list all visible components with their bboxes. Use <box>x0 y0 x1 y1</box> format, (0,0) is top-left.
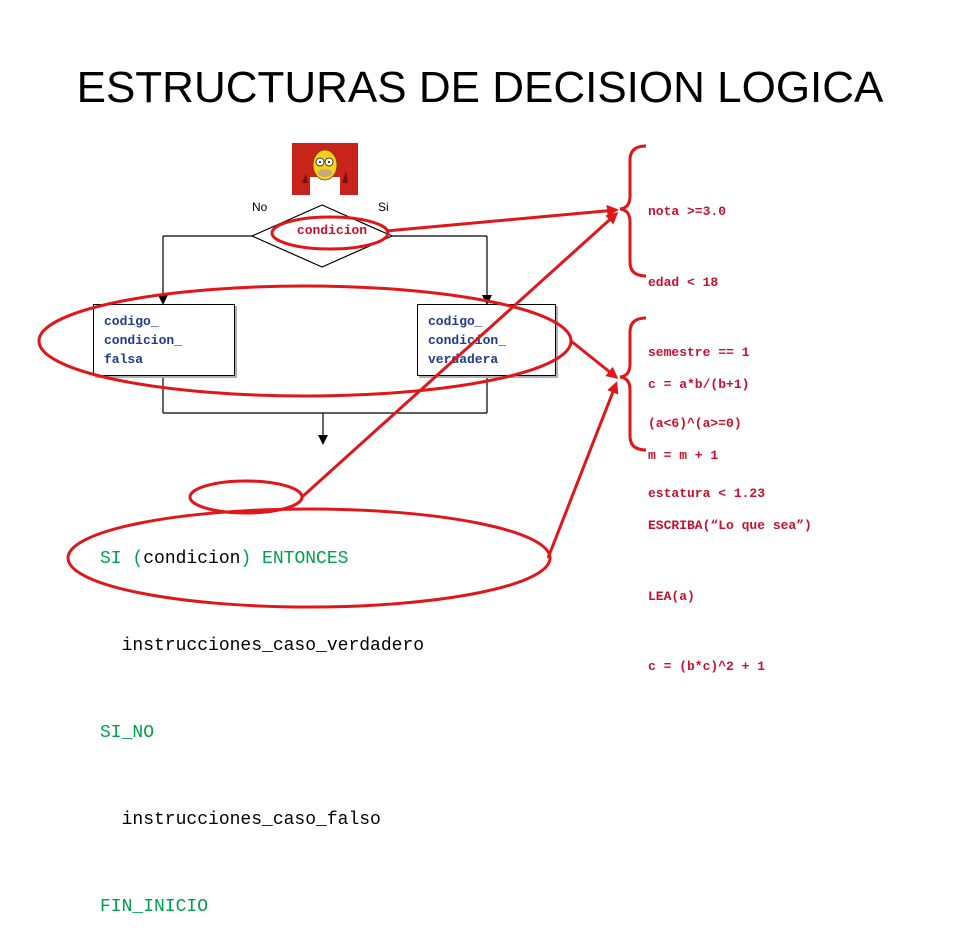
condition-example: estatura < 1.23 <box>648 486 766 501</box>
flowchart-lines <box>158 204 492 445</box>
pseudo-condition-to-examples-line <box>300 211 619 499</box>
false-box-line-3: falsa <box>104 352 144 367</box>
true-box-line-1: codigo_ <box>428 314 483 329</box>
pseudo-block-ellipse <box>66 507 552 609</box>
pseudocode-line-5: FIN_INICIO <box>100 897 209 917</box>
condition-example: nota >=3.0 <box>648 204 727 219</box>
no-label: No <box>252 200 268 214</box>
true-box-line-2: condicion_ <box>428 333 507 348</box>
instruction-brace <box>619 316 647 452</box>
false-box-line-2: condicion_ <box>104 333 183 348</box>
instruction-examples-list: c = a*b/(b+1) m = m + 1 ESCRIBA(“Lo que … <box>648 326 812 702</box>
entonces-keyword: ) ENTONCES <box>240 549 349 569</box>
si-keyword: SI ( <box>100 549 144 569</box>
instruction-example: c = a*b/(b+1) <box>648 377 750 392</box>
false-code-box: codigo_ condicion_ falsa <box>93 304 235 376</box>
condition-brace <box>619 144 647 278</box>
slide-title: ESTRUCTURAS DE DECISION LOGICA <box>76 63 884 112</box>
si-label: Si <box>378 200 389 214</box>
homer-simpson-avatar <box>292 143 358 195</box>
condition-ellipse <box>270 215 390 251</box>
condition-word: condicion <box>143 549 241 569</box>
condition-to-examples-line <box>385 204 619 233</box>
instruction-example: LEA(a) <box>648 588 695 604</box>
false-box-line-1: codigo_ <box>104 314 159 329</box>
code-boxes-ellipse <box>37 284 573 398</box>
condition-example: semestre == 1 <box>648 345 750 360</box>
condition-label: condicion <box>296 223 368 238</box>
true-code-box: codigo_ condicion_ verdadera <box>417 304 556 376</box>
instruction-example: ESCRIBA(“Lo que sea”) <box>648 518 812 533</box>
decision-diamond <box>250 204 394 268</box>
condition-examples-list: nota >=3.0 edad < 18 semestre == 1 (a<6)… <box>648 153 765 529</box>
pseudoblock-to-instructions-line <box>546 381 619 559</box>
pseudocode-line-2: instrucciones_caso_verdadero <box>100 636 425 656</box>
pseudocode-line-4: instrucciones_caso_falso <box>100 810 381 830</box>
instruction-example: m = m + 1 <box>648 447 719 463</box>
homer-icon <box>292 143 358 195</box>
instruction-example: c = (b*c)^2 + 1 <box>648 659 766 674</box>
condition-example: edad < 18 <box>648 274 719 290</box>
annotation-overlay <box>37 144 647 609</box>
pseudocode-line-1: SI (condicion) ENTONCES <box>100 545 424 574</box>
pseudocode-line-3: SI_NO <box>100 723 155 743</box>
codeboxes-to-instructions-line <box>570 339 619 379</box>
true-box-line-3: verdadera <box>428 352 499 367</box>
condition-example: (a<6)^(a>=0) <box>648 415 742 431</box>
